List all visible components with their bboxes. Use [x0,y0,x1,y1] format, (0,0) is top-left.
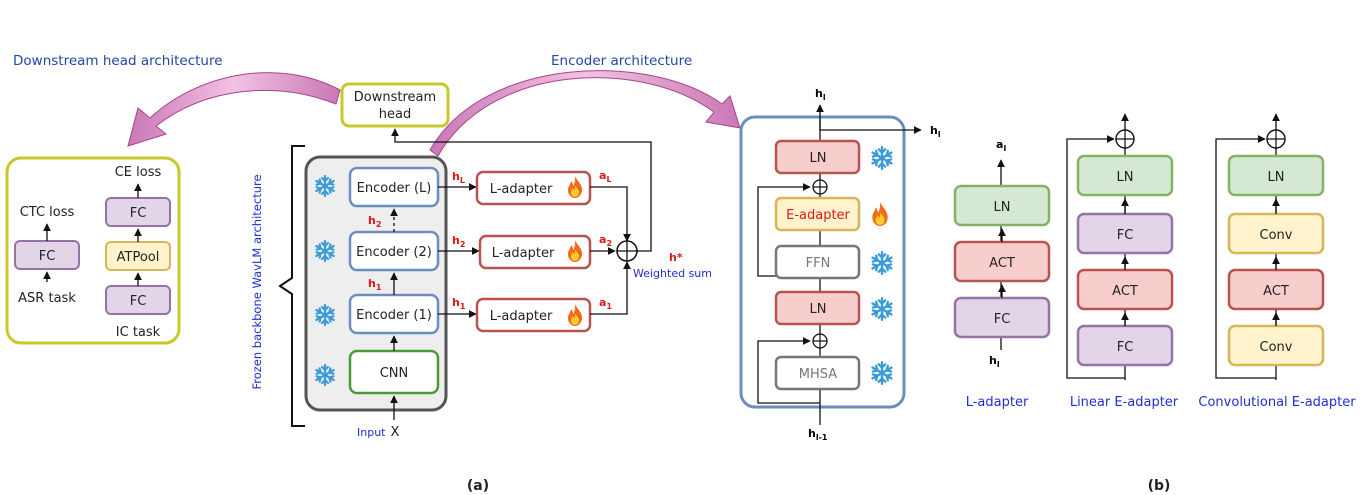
fire-icon [872,201,888,227]
aL-label: aL [599,169,612,184]
b-l-adapter-ln-block [953,184,1051,227]
ctc-loss-label: CTC loss [20,205,75,220]
ic-fc-bottom-label: FC [130,294,147,309]
b-l-adapter-ln-label: LN [994,200,1011,215]
cnn-label: CNN [380,366,409,381]
h2-inner-label: h2 [368,214,381,229]
h1-inner-label: h1 [368,277,382,292]
downstream-head-panel [5,156,181,345]
panel-a-label: (a) [467,478,489,494]
downstream-head-label-line2: head [379,107,411,122]
encoder-ln-top-block [774,139,861,175]
curved-arrow-to-downstream-head [127,72,341,147]
encoder-ln-top-label: LN [810,151,827,166]
e-adapter-label: E-adapter [786,208,850,223]
h2-label: h2 [452,234,465,249]
snowflake-icon [871,250,893,276]
encoder-ln-bottom-block [774,290,861,326]
conv-ln-label: LN [1268,170,1285,185]
asr-task-label: ASR task [18,291,76,306]
l-adapter-L-label: L-adapter [490,182,553,197]
conv-bottom-label: Conv [1260,340,1293,355]
input-variable: X [391,425,400,440]
l-adapter-2-label: L-adapter [492,246,555,261]
ic-fc-top-label: FC [130,206,147,221]
snowflake-icon [871,145,893,171]
conv-e-adapter-title: Convolutional E-adapter [1198,395,1356,410]
ffn-label: FFN [806,256,831,271]
asr-fc-label: FC [39,249,56,264]
encoder-h-bottom-label: hl-1 [808,427,828,442]
linear-fc-bottom-label: FC [1117,340,1134,355]
encoder-h-right-label: hl [930,124,941,139]
conv-act-label: ACT [1263,284,1289,299]
l-adapter-L-block [475,170,592,206]
linear-e-adapter-title: Linear E-adapter [1070,395,1179,410]
panel-b-label: (b) [1148,478,1171,494]
downstream-head-block [340,82,450,128]
curved-arrow-to-encoder-architecture [429,70,741,157]
atpool-label: ATPool [117,250,160,265]
encoder-l-label: Encoder (L) [357,181,432,196]
input-label: Input [357,426,386,439]
encoder-1-label: Encoder (1) [356,308,432,323]
mhsa-label: MHSA [799,367,837,382]
hL-label: hL [452,170,465,185]
l-adapter-1-block [475,297,592,333]
l-adapter-top-label: al [996,138,1006,153]
l-adapter-2-block [478,234,592,270]
conv-top-label: Conv [1260,228,1293,243]
linear-ln-block [1076,154,1174,197]
h1-label: h1 [452,296,466,311]
a2-label: a2 [599,233,612,248]
encoder-architecture-title: Encoder architecture [551,53,692,69]
l-adapter-bottom-label: hl [989,354,1000,369]
l-adapter-1-label: L-adapter [490,309,553,324]
b-l-adapter-act-label: ACT [989,256,1015,271]
backbone-brace [278,145,305,427]
downstream-head-architecture-title: Downstream head architecture [13,53,223,69]
a1-label: a1 [599,296,612,311]
linear-ln-label: LN [1117,170,1134,185]
linear-act-label: ACT [1112,284,1138,299]
ce-loss-label: CE loss [115,165,162,180]
weighted-sum-label: Weighted sum [633,267,712,280]
b-l-adapter-fc-label: FC [994,312,1011,327]
h-star-label: h* [669,251,683,264]
mhsa-block [774,355,861,391]
frozen-backbone-label: Frozen backbone WavLM architecture [250,174,264,389]
l-adapter-title: L-adapter [966,395,1029,410]
encoder-2-label: Encoder (2) [356,245,432,260]
conv-ln-block [1227,154,1325,197]
linear-fc-top-label: FC [1117,228,1134,243]
backbone-panel [304,155,448,412]
downstream-head-label-line1: Downstream [354,90,436,105]
encoder-h-top-label: hl [815,87,826,102]
e-adapter-block [774,196,861,232]
ffn-block [774,244,861,280]
snowflake-icon [871,360,893,386]
ic-task-label: IC task [116,325,161,340]
snowflake-icon [871,296,893,322]
encoder-architecture-panel [739,115,906,409]
encoder-ln-bottom-label: LN [810,302,827,317]
